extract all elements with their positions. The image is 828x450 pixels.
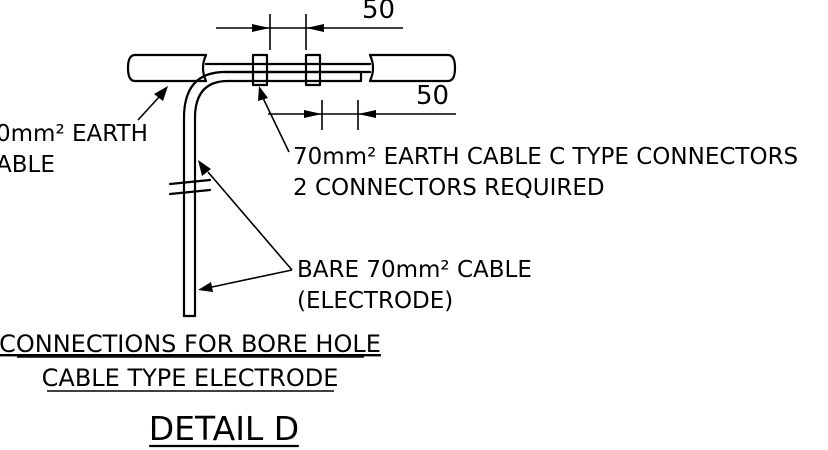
connectors-leader — [258, 86, 290, 153]
right-dimension-value: 50 — [416, 81, 449, 111]
connectors-label-line1: 70mm² EARTH CABLE C TYPE CONNECTORS — [293, 144, 798, 170]
caption-line2: CABLE TYPE ELECTRODE — [42, 364, 339, 392]
earth-cable-leader — [137, 86, 168, 121]
earth-cable-label-line2: ABLE — [0, 152, 55, 178]
earth-cable-left — [126, 53, 208, 83]
bare-cable-leaders — [198, 160, 293, 292]
earth-cable-label-line1: 0mm² EARTH — [0, 121, 148, 147]
caption-line1: CONNECTIONS FOR BORE HOLE — [0, 330, 381, 358]
earth-cable-right — [368, 53, 457, 83]
bare-electrode-cable — [168, 62, 372, 318]
c-connector-1 — [251, 53, 269, 87]
detail-title: DETAIL D — [149, 409, 299, 448]
right-dimension — [268, 100, 456, 130]
top-dimension — [216, 14, 403, 50]
c-connector-2 — [304, 53, 322, 87]
bare-cable-label-line2: (ELECTRODE) — [297, 288, 453, 314]
top-dimension-value: 50 — [362, 0, 395, 25]
connectors-label-line2: 2 CONNECTORS REQUIRED — [293, 175, 605, 201]
bare-cable-label-line1: BARE 70mm² CABLE — [297, 257, 532, 283]
